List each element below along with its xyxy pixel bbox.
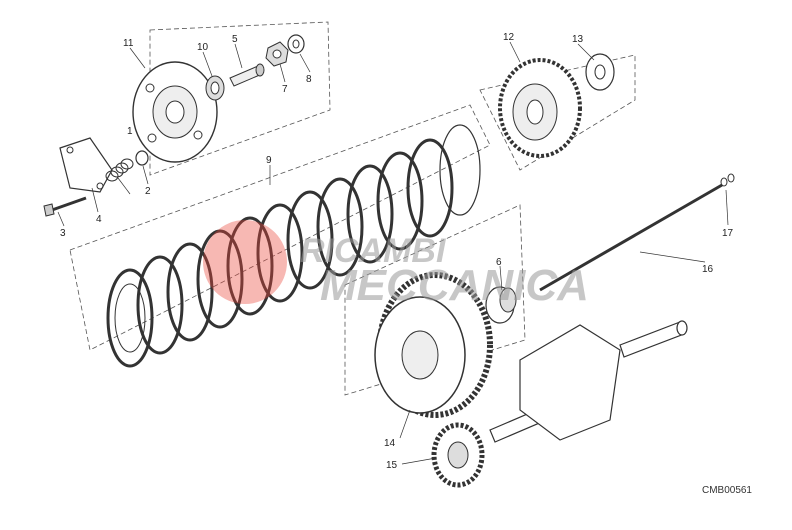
label-17: 17 [722,228,734,239]
thrust-washer-part-13[interactable] [585,53,615,91]
bearing-part-10[interactable] [205,75,225,101]
pushrod-part-16[interactable] [539,183,723,292]
label-5: 5 [232,34,238,45]
label-2: 2 [145,186,151,197]
label-14: 14 [384,438,396,449]
watermark: RICAMBI MECCANICA [203,220,589,310]
group-outline-hub [479,54,636,171]
group-outline-basket [344,204,526,396]
label-6: 6 [496,257,502,268]
crankshaft-illustration [489,320,688,443]
bolt-part-3[interactable] [43,196,87,217]
clutch-hub-part-12[interactable] [498,58,582,158]
washer-part-8[interactable] [287,34,305,54]
label-3: 3 [60,228,66,239]
label-16: 16 [702,264,714,275]
label-11: 11 [123,38,134,49]
gear-part-15[interactable] [431,422,485,488]
pushrod-part-5[interactable] [229,63,265,87]
label-4: 4 [96,214,102,225]
o-rings-part-17[interactable] [720,173,735,187]
washer-part-2[interactable] [135,150,149,166]
label-15: 15 [386,460,398,471]
label-10: 10 [197,42,209,53]
nut-part-7[interactable] [265,41,289,67]
label-9: 9 [266,155,272,166]
clutch-basket-part-14[interactable] [374,272,493,418]
label-8: 8 [306,74,312,85]
clutch-plates-part-9[interactable] [106,124,481,368]
pressure-plate-part-11[interactable] [132,61,218,163]
watermark-line-2: MECCANICA [320,261,589,310]
label-12: 12 [503,32,515,43]
spring-cap-plate-part-4[interactable] [59,137,113,193]
label-13: 13 [572,34,584,45]
label-7: 7 [282,84,288,95]
diagram-code: CMB00561 [701,485,752,496]
bushing-part-6[interactable] [485,286,517,324]
watermark-line-1: RICAMBI [300,232,447,270]
spring-part-1[interactable] [105,158,134,182]
label-1: 1 [127,126,133,137]
group-outline-plates [69,104,491,351]
part-labels: 1 2 3 4 5 6 7 8 9 10 11 12 13 14 15 16 1… [60,32,734,471]
leader-lines [57,41,729,465]
